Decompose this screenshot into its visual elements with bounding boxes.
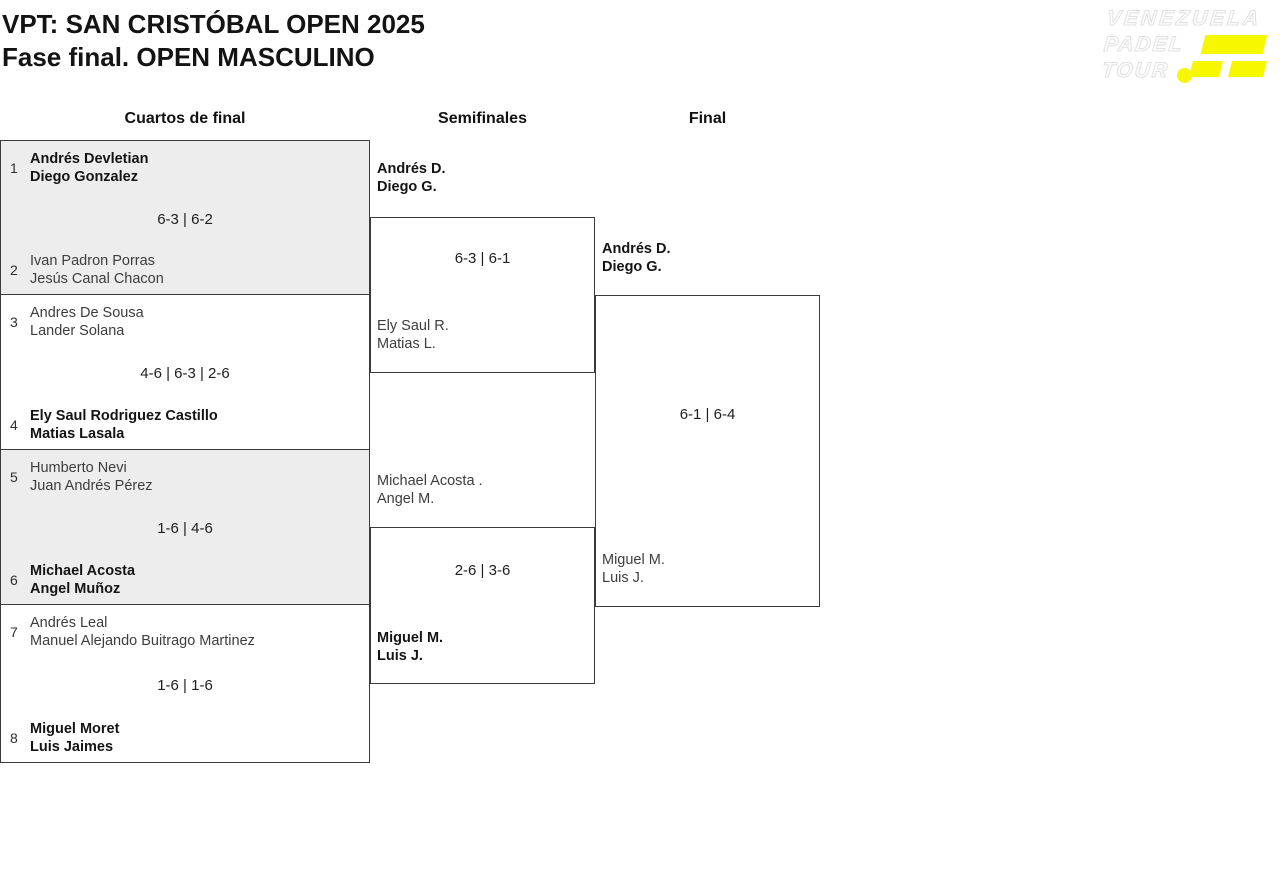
player-name: Andrés Devletian	[30, 151, 149, 167]
round-header-semifinals: Semifinales	[438, 110, 527, 127]
player-pair: 3 Andres De Sousa Lander Solana	[9, 304, 361, 340]
logo-text-tour: TOUR	[1100, 59, 1171, 83]
player-name: Andres De Sousa	[30, 305, 144, 321]
venezuela-padel-tour-logo: VENEZUELA PADEL TOUR	[1100, 2, 1276, 86]
player-name: Miguel Moret	[30, 721, 120, 737]
player-name: Ely Saul Rodriguez Castillo	[30, 408, 218, 424]
player-name: Humberto Nevi	[30, 460, 127, 476]
player-pair: Miguel M. Luis J.	[377, 629, 443, 665]
match-final	[595, 295, 820, 607]
player-name: Matias Lasala	[30, 426, 125, 442]
match-quarterfinal-2: 3 Andres De Sousa Lander Solana 4-6 | 6-…	[1, 295, 369, 450]
seed-number: 7	[10, 624, 18, 640]
player-name: Luis J.	[602, 570, 644, 586]
player-pair: 1 Andrés Devletian Diego Gonzalez	[9, 150, 361, 186]
quarterfinals-column: 1 Andrés Devletian Diego Gonzalez 6-3 | …	[0, 140, 370, 763]
logo-text-padel: PADEL	[1102, 33, 1185, 57]
match-semifinal-1	[370, 217, 595, 373]
player-name: Miguel M.	[602, 552, 665, 568]
seed-number: 6	[10, 572, 18, 588]
page-title: VPT: SAN CRISTÓBAL OPEN 2025 Fase final.…	[2, 8, 425, 74]
player-name: Andrés Leal	[30, 615, 108, 631]
player-name: Angel Muñoz	[30, 581, 121, 597]
player-pair: 4 Ely Saul Rodriguez Castillo Matias Las…	[9, 407, 361, 443]
player-name: Jesús Canal Chacon	[30, 271, 164, 287]
player-name: Matias L.	[377, 336, 436, 352]
player-name: Miguel M.	[377, 630, 444, 646]
tournament-title: VPT: SAN CRISTÓBAL OPEN 2025	[2, 9, 425, 39]
round-header-quarterfinals: Cuartos de final	[124, 110, 246, 127]
match-score: 6-3 | 6-1	[454, 250, 511, 267]
logo-court-bar-icon	[1228, 61, 1267, 77]
match-score: 6-1 | 6-4	[679, 406, 736, 423]
player-name: Manuel Alejando Buitrago Martinez	[30, 633, 255, 649]
player-pair: Ely Saul R. Matias L.	[377, 317, 449, 353]
round-header-final: Final	[688, 110, 727, 127]
match-semifinal-2	[370, 527, 595, 684]
player-name: Andrés D.	[377, 161, 446, 177]
player-pair: 2 Ivan Padron Porras Jesús Canal Chacon	[9, 252, 361, 288]
player-name: Luis J.	[377, 648, 423, 664]
player-name: Diego G.	[377, 179, 437, 195]
player-name: Juan Andrés Pérez	[30, 478, 153, 494]
seed-number: 8	[10, 730, 18, 746]
match-quarterfinal-4: 7 Andrés Leal Manuel Alejando Buitrago M…	[1, 605, 369, 762]
match-score: 1-6 | 4-6	[157, 520, 213, 537]
player-name: Ivan Padron Porras	[30, 253, 155, 269]
player-pair: Andrés D. Diego G.	[377, 160, 446, 196]
match-score: 4-6 | 6-3 | 2-6	[140, 365, 230, 382]
player-pair: 8 Miguel Moret Luis Jaimes	[9, 720, 361, 756]
player-name: Luis Jaimes	[30, 739, 114, 755]
player-name: Angel M.	[377, 491, 435, 507]
logo-court-bar-icon	[1200, 35, 1268, 54]
player-pair: Miguel M. Luis J.	[602, 551, 665, 587]
player-pair: 6 Michael Acosta Angel Muñoz	[9, 562, 361, 598]
match-score: 2-6 | 3-6	[454, 562, 511, 579]
seed-number: 5	[10, 469, 18, 485]
seed-number: 4	[10, 417, 18, 433]
seed-number: 2	[10, 262, 18, 278]
player-name: Diego G.	[602, 259, 662, 275]
logo-court-bar-icon	[1189, 61, 1223, 77]
match-quarterfinal-3: 5 Humberto Nevi Juan Andrés Pérez 1-6 | …	[1, 450, 369, 605]
match-score: 1-6 | 1-6	[157, 676, 213, 694]
match-quarterfinal-1: 1 Andrés Devletian Diego Gonzalez 6-3 | …	[1, 141, 369, 295]
player-pair: 7 Andrés Leal Manuel Alejando Buitrago M…	[9, 614, 361, 650]
player-pair: Michael Acosta . Angel M.	[377, 472, 483, 508]
player-name: Ely Saul R.	[377, 318, 449, 334]
logo-ball-icon	[1177, 68, 1192, 83]
player-name: Michael Acosta	[30, 563, 136, 579]
player-name: Michael Acosta .	[377, 473, 483, 489]
player-name: Diego Gonzalez	[30, 169, 138, 185]
player-pair: 5 Humberto Nevi Juan Andrés Pérez	[9, 459, 361, 495]
seed-number: 1	[10, 160, 18, 176]
seed-number: 3	[10, 314, 18, 330]
logo-text-venezuela: VENEZUELA	[1105, 7, 1263, 31]
player-name: Lander Solana	[30, 323, 125, 339]
player-pair: Andrés D. Diego G.	[602, 240, 671, 276]
match-score: 6-3 | 6-2	[157, 210, 213, 228]
phase-subtitle: Fase final. OPEN MASCULINO	[2, 42, 375, 72]
player-name: Andrés D.	[602, 241, 671, 257]
